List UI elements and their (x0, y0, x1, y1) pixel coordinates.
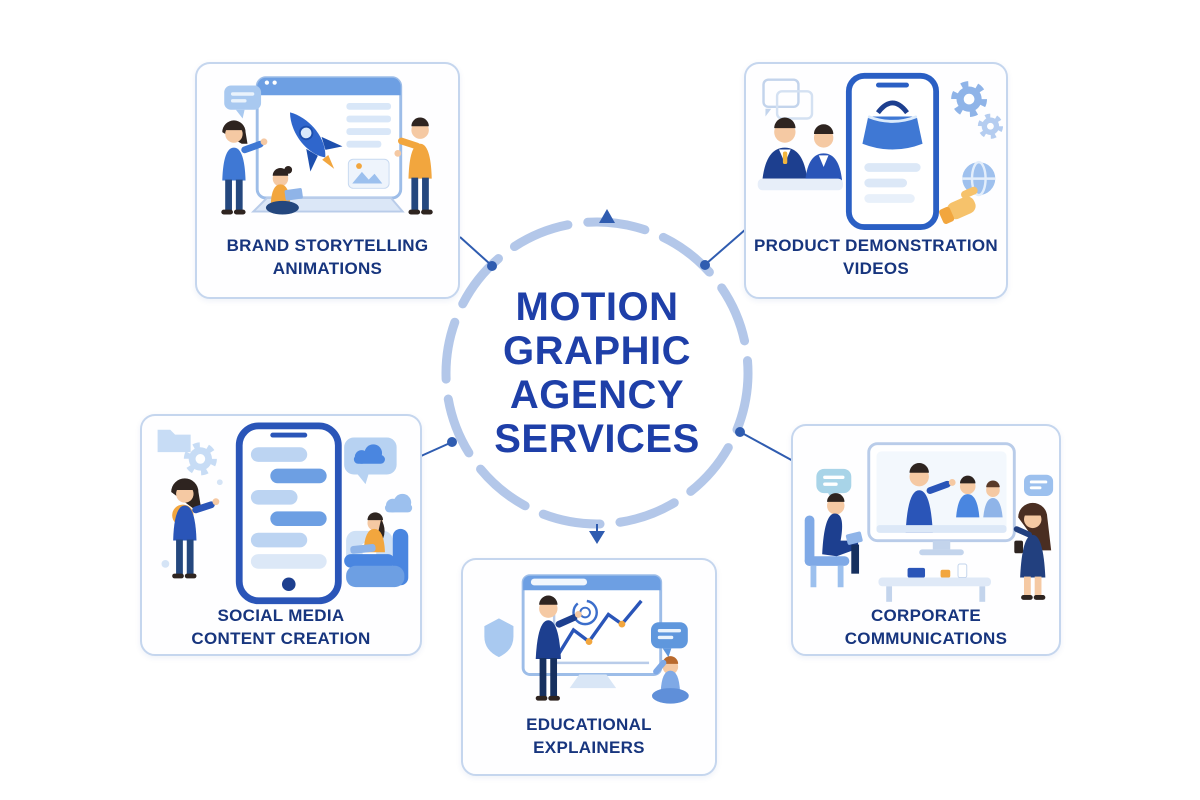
person-sitting-armchair (344, 512, 409, 588)
connector-line-top-left (459, 236, 491, 265)
speech-bubble-right-icon (1024, 474, 1054, 497)
pointing-hand-icon (939, 186, 978, 224)
connector-line-middle-right (741, 432, 796, 463)
card-educational-explainers: EDUCATIONAL EXPLAINERS (461, 558, 717, 776)
brand-storytelling-illustration (221, 76, 433, 215)
chat-bubble-left (250, 532, 308, 548)
handbag-icon (862, 100, 923, 150)
person-sitting (651, 656, 689, 704)
social-media-illustration (157, 422, 413, 605)
gear-icons (951, 81, 1004, 139)
doc-outline-icons (762, 78, 814, 120)
person-sitting-laptop (265, 166, 303, 215)
card-corporate-communications: CORPORATE COMMUNICATIONS (791, 424, 1061, 656)
arrow-up-icon (599, 209, 615, 223)
globe-icon (962, 160, 996, 197)
speech-bubble-icon (224, 85, 262, 119)
chat-bubble-left (250, 490, 298, 505)
card-product-demonstration-videos: PRODUCT DEMONSTRATION VIDEOS (744, 62, 1008, 299)
person-standing-right (394, 117, 433, 215)
phone-icon (845, 72, 940, 230)
cloud-icon (384, 493, 413, 513)
person-presenting (535, 595, 582, 701)
connector-dot-top-right (700, 260, 710, 270)
desk (757, 178, 844, 191)
monitor-icon (867, 442, 1016, 556)
chat-bubble-wide (250, 554, 327, 569)
product-demonstration-illustration (757, 72, 1004, 230)
cloud-bubble-icon (344, 437, 397, 485)
chat-bubble-left (250, 447, 308, 462)
connector-line-middle-left (420, 442, 451, 457)
monitor-base (919, 549, 964, 556)
home-button (281, 577, 296, 592)
gear-icon (183, 442, 217, 476)
connector-dot-top-left (487, 261, 497, 271)
card-label-product-demonstration: PRODUCT DEMONSTRATION VIDEOS (754, 236, 998, 278)
educational-explainers-illustration (484, 574, 689, 704)
dot-decoration (161, 559, 170, 568)
on-screen-presenter (905, 463, 956, 533)
chat-bubble-right (270, 511, 327, 526)
speech-bubble-icon (651, 622, 688, 658)
monitor-stand (932, 540, 951, 550)
businessman-left (762, 117, 808, 179)
card-brand-storytelling-animations: BRAND STORYTELLING ANIMATIONS (195, 62, 460, 299)
person-sitting-chair (804, 493, 863, 588)
card-social-media-content-creation: SOCIAL MEDIA CONTENT CREATION (140, 414, 422, 656)
card-label-brand-storytelling: BRAND STORYTELLING ANIMATIONS (226, 236, 429, 278)
on-screen-attendees (956, 475, 1003, 518)
table (878, 563, 992, 602)
dot-decoration (216, 479, 223, 486)
phone-icon (235, 422, 342, 605)
connector-dot-middle-right (735, 427, 745, 437)
folder-icon (157, 429, 191, 453)
corporate-communications-illustration (804, 442, 1054, 602)
card-label-educational-explainers: EDUCATIONAL EXPLAINERS (526, 714, 652, 757)
card-label-corporate-communications: CORPORATE COMMUNICATIONS (844, 605, 1008, 648)
businessman-right (805, 124, 843, 181)
shield-icon (484, 618, 514, 658)
person-standing-left (221, 120, 268, 215)
connector-dot-middle-left (447, 437, 457, 447)
screen-stand (569, 674, 617, 689)
chart-line (556, 599, 643, 657)
chat-bubble-right (270, 468, 327, 484)
arrow-down-icon (589, 531, 605, 544)
person-standing-right (1013, 502, 1052, 600)
connector-line-top-right (706, 228, 747, 264)
rocket-icon (290, 112, 343, 172)
card-label-social-media: SOCIAL MEDIA CONTENT CREATION (191, 605, 371, 648)
person-standing-left (171, 478, 220, 579)
